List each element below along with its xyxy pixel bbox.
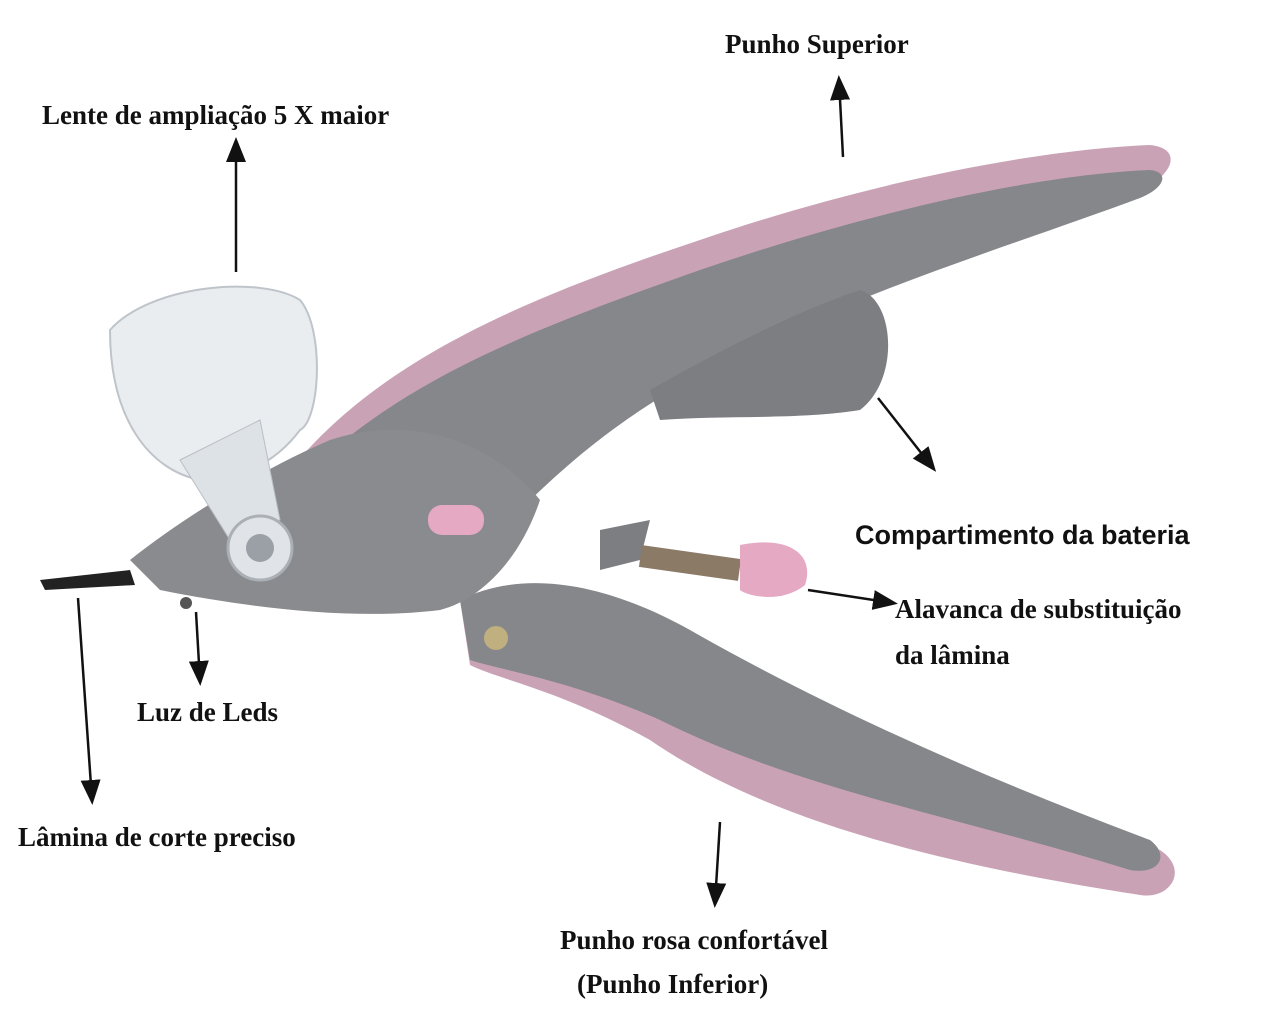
upper-handle — [290, 145, 1171, 520]
label-lower-handle-line2: (Punho Inferior) — [577, 969, 769, 999]
label-battery: Compartimento da bateria — [855, 520, 1190, 550]
blade-lever-knob — [740, 542, 808, 597]
pink-button — [428, 505, 484, 535]
blade — [40, 570, 135, 590]
label-lever-line1: Alavanca de substituição — [895, 594, 1182, 624]
label-lever-line2: da lâmina — [895, 640, 1010, 670]
label-blade: Lâmina de corte preciso — [18, 822, 296, 852]
magnifier-lens — [108, 285, 318, 582]
label-leds: Luz de Leds — [137, 697, 279, 727]
battery-compartment — [650, 290, 889, 420]
label-upper-handle: Punho Superior — [725, 29, 909, 59]
lower-handle — [460, 583, 1175, 896]
clipper-head — [40, 429, 808, 614]
arrow-blade — [76, 597, 101, 805]
label-lower-handle-line1: Punho rosa confortável — [560, 925, 828, 955]
arrow-battery — [877, 397, 937, 472]
arrow-lower-handle — [706, 821, 727, 908]
label-lens: Lente de ampliação 5 X maior — [42, 100, 390, 130]
arrow-upper-handle — [830, 75, 851, 158]
arrow-leds — [188, 611, 209, 686]
arrow-lever — [807, 588, 898, 610]
